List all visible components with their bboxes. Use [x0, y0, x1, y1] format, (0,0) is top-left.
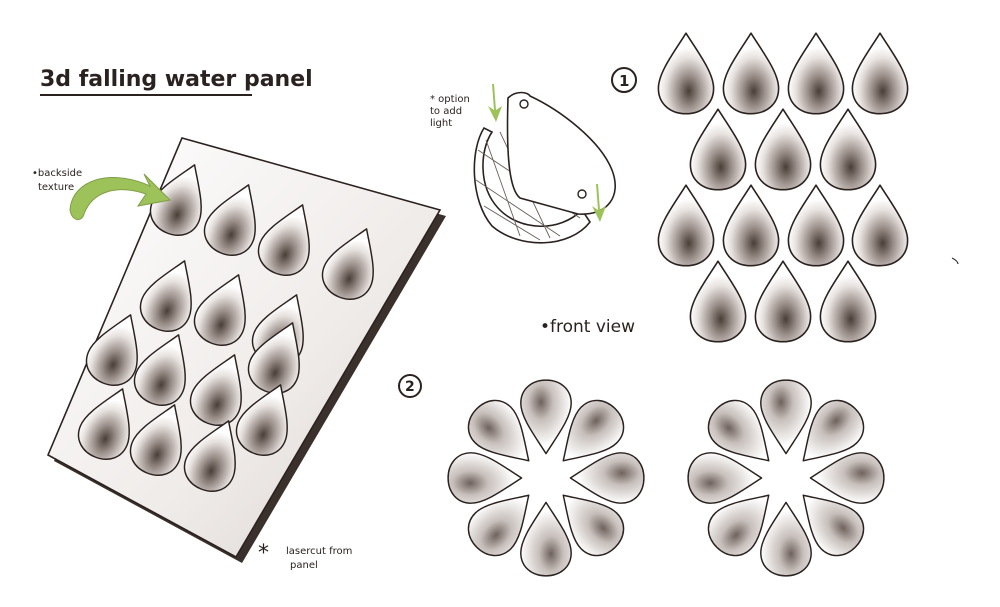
grid-drop — [819, 260, 877, 343]
stray-mark — [951, 257, 959, 265]
grid-drop — [787, 184, 845, 267]
grid-drop — [657, 184, 715, 267]
svg-text:2: 2 — [405, 379, 415, 395]
title-group: 3d falling water panel — [40, 67, 313, 96]
option-two-flowers — [447, 379, 885, 577]
option-one-grid — [657, 32, 909, 343]
page-title: 3d falling water panel — [40, 67, 313, 92]
flower-pattern — [447, 379, 645, 577]
grid-drop — [754, 108, 812, 191]
arrow-down-icon — [488, 84, 502, 122]
backside-label: •backside texture — [32, 168, 85, 193]
panel-3d — [46, 137, 446, 563]
svg-text:1: 1 — [619, 72, 629, 90]
flower-petal — [520, 379, 572, 455]
grid-drop — [722, 32, 780, 115]
option-one-marker: 1 — [611, 67, 637, 93]
flower-petal — [687, 452, 763, 504]
flower-petal — [447, 452, 523, 504]
grid-drop — [819, 108, 877, 191]
grid-drop — [722, 184, 780, 267]
light-option-label: * option to add light — [430, 94, 473, 129]
option-two-marker: 2 — [398, 374, 422, 398]
flower-pattern — [687, 379, 885, 577]
flower-petal — [809, 452, 885, 504]
flower-petal — [520, 501, 572, 577]
grid-drop — [689, 260, 747, 343]
light-option-sketch: * option to add light — [430, 84, 616, 244]
lasercut-label: lasercut from panel — [286, 546, 356, 571]
front-view-label: •front view — [540, 317, 635, 337]
lasercut-star: * — [258, 541, 269, 566]
flower-petal — [760, 379, 812, 455]
grid-drop — [689, 108, 747, 191]
grid-drop — [851, 184, 909, 267]
arrow-down-icon-2 — [592, 184, 606, 222]
flower-petal — [760, 501, 812, 577]
backside-arrow-icon — [69, 173, 172, 220]
grid-drop — [657, 32, 715, 115]
grid-drop — [851, 32, 909, 115]
grid-drop — [787, 32, 845, 115]
grid-drop — [754, 260, 812, 343]
flower-petal — [569, 452, 645, 504]
